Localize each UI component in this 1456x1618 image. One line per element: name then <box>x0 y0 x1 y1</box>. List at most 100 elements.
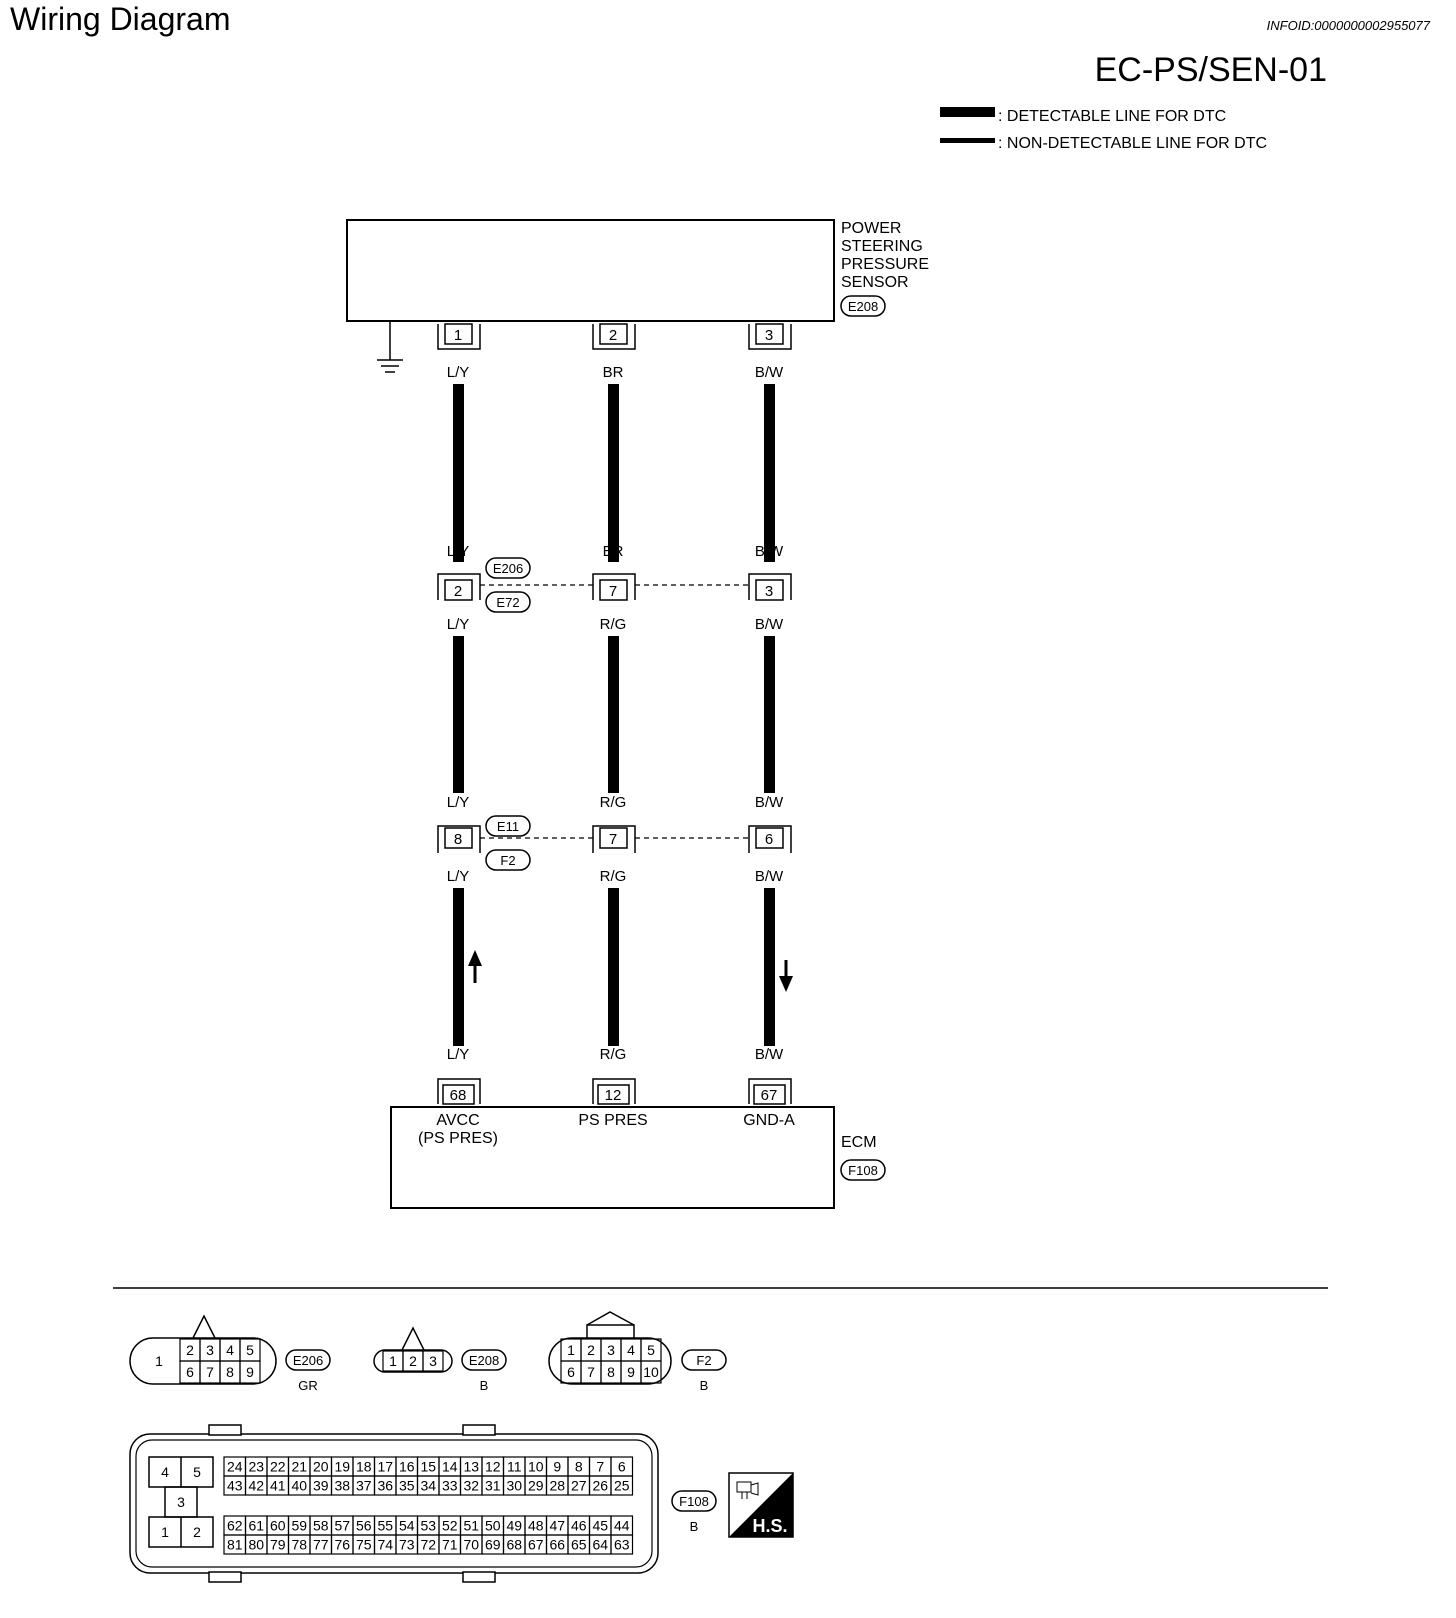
e206-cavity-9-frame <box>239 1360 261 1384</box>
sensor-name-line-3: PRESSURE <box>841 256 929 273</box>
f2-key-icon <box>586 1324 635 1338</box>
ecm-terminal-label-2: PS PRES <box>578 1112 647 1129</box>
f108-cavity-51: 51 <box>463 1518 479 1534</box>
ecm-terminal-label-1: AVCC <box>436 1112 479 1129</box>
sensor-pin-1-box <box>444 323 473 345</box>
sensor-name-line-4: SENSOR <box>841 274 909 291</box>
joint1-lower-color-1: L/Y <box>447 616 470 633</box>
f108-cavity-78: 78 <box>291 1537 307 1553</box>
joint2-upper-color-1: L/Y <box>447 794 470 811</box>
f2-cavity-7: 7 <box>587 1364 595 1380</box>
sensor-wire-color-2: BR <box>603 364 624 381</box>
ecm-connector-label: F108 <box>848 1163 878 1178</box>
f108-cavity-63: 63 <box>614 1537 630 1553</box>
e206-cell-1: 1 <box>155 1353 163 1369</box>
sensor-pin-3-box <box>755 323 784 345</box>
sensor-wire-color-3: B/W <box>755 364 784 381</box>
f108-cavity-8: 8 <box>575 1459 583 1475</box>
joint2-lower-color-2: R/G <box>600 868 627 885</box>
f108-cavity-32: 32 <box>463 1478 479 1494</box>
f108-cavity-73: 73 <box>399 1537 415 1553</box>
f2-cavity-6: 6 <box>567 1364 575 1380</box>
e208-cavity-3: 3 <box>429 1353 437 1369</box>
f2-cavity-2: 2 <box>587 1342 595 1358</box>
f108-cavity-38: 38 <box>334 1478 350 1494</box>
f108-cavity-71: 71 <box>442 1537 458 1553</box>
f108-cavity-70: 70 <box>463 1537 479 1553</box>
f108-cavity-44: 44 <box>614 1518 630 1534</box>
f108-cavity-59: 59 <box>291 1518 307 1534</box>
e208-cavity-1: 1 <box>389 1353 397 1369</box>
page-title: Wiring Diagram <box>10 1 230 37</box>
joint2-upper-color-3: B/W <box>755 794 784 811</box>
sensor-connector-label: E208 <box>848 299 878 314</box>
joint1-lower-color-2: R/G <box>600 616 627 633</box>
f108-cavity-31: 31 <box>485 1478 501 1494</box>
f108-cavity-56: 56 <box>356 1518 372 1534</box>
f108-cavity-48: 48 <box>528 1518 544 1534</box>
f108-cavity-76: 76 <box>334 1537 350 1553</box>
joint1-pin-2: 7 <box>609 583 617 600</box>
f108-cell-4: 4 <box>161 1464 169 1480</box>
sensor-pin-2: 2 <box>609 327 617 344</box>
sensor-name-line-1: POWER <box>841 220 901 237</box>
f108-cavity-81: 81 <box>227 1537 243 1553</box>
joint2-lower-color-3: B/W <box>755 868 784 885</box>
wire-ly-segment-1 <box>453 384 464 562</box>
ecm-wire-color-3: B/W <box>755 1046 784 1063</box>
f108-cavity-69: 69 <box>485 1537 501 1553</box>
arrow-up-icon <box>468 950 482 983</box>
ecm-name: ECM <box>841 1134 877 1151</box>
f108-cavity-64: 64 <box>592 1537 608 1553</box>
f2-cavity-10-frame <box>640 1360 662 1384</box>
f108-cavity-35: 35 <box>399 1478 415 1494</box>
ecm-pin-3: 67 <box>761 1087 778 1104</box>
e206-label: E206 <box>293 1353 323 1368</box>
e208-key-icon <box>400 1326 426 1351</box>
f108-cavity-49: 49 <box>506 1518 522 1534</box>
f108-cavity-34: 34 <box>420 1478 436 1494</box>
f108-cell-1: 1 <box>161 1524 169 1540</box>
arrow-down-icon <box>779 960 793 992</box>
joint1-pin-3: 3 <box>765 583 773 600</box>
f108-cavity-46: 46 <box>571 1518 587 1534</box>
f108-cavity-17: 17 <box>377 1459 393 1475</box>
f108-cavity-61: 61 <box>248 1518 264 1534</box>
joint2-lower-color-1: L/Y <box>447 868 470 885</box>
f108-color: B <box>690 1519 699 1534</box>
f108-cavity-6: 6 <box>618 1459 626 1475</box>
wire-bw-segment-1 <box>764 384 775 562</box>
f108-lock-tab-1 <box>208 1424 242 1436</box>
joint2-connector-top: E11 <box>497 819 519 834</box>
non-detectable-line-swatch <box>940 138 995 143</box>
f108-cavity-68: 68 <box>506 1537 522 1553</box>
f108-cavity-10: 10 <box>528 1459 544 1475</box>
hs-label: H.S. <box>752 1516 787 1536</box>
f2-cavity-5: 5 <box>647 1342 655 1358</box>
joint2-pin-1: 8 <box>454 831 462 848</box>
joint1-upper-color-3: B/W <box>755 543 784 560</box>
f2-cavity-8: 8 <box>607 1364 615 1380</box>
wire-br-segment <box>608 384 619 562</box>
f108-cavity-47: 47 <box>549 1518 565 1534</box>
detectable-line-swatch <box>940 107 995 117</box>
f108-label: F108 <box>679 1494 709 1509</box>
f108-cavity-42: 42 <box>248 1478 264 1494</box>
f108-cavity-29: 29 <box>528 1478 544 1494</box>
f108-cavity-12: 12 <box>485 1459 501 1475</box>
f108-cell-5: 5 <box>193 1464 201 1480</box>
sensor-pin-1: 1 <box>454 327 462 344</box>
f108-cavity-43: 43 <box>227 1478 243 1494</box>
e206-cavity-4: 4 <box>226 1342 234 1358</box>
f108-cavity-65: 65 <box>571 1537 587 1553</box>
ecm-wire-color-2: R/G <box>600 1046 627 1063</box>
f108-cavity-72: 72 <box>420 1537 436 1553</box>
f2-cavity-9: 9 <box>627 1364 635 1380</box>
ecm-pin-1: 68 <box>450 1087 467 1104</box>
